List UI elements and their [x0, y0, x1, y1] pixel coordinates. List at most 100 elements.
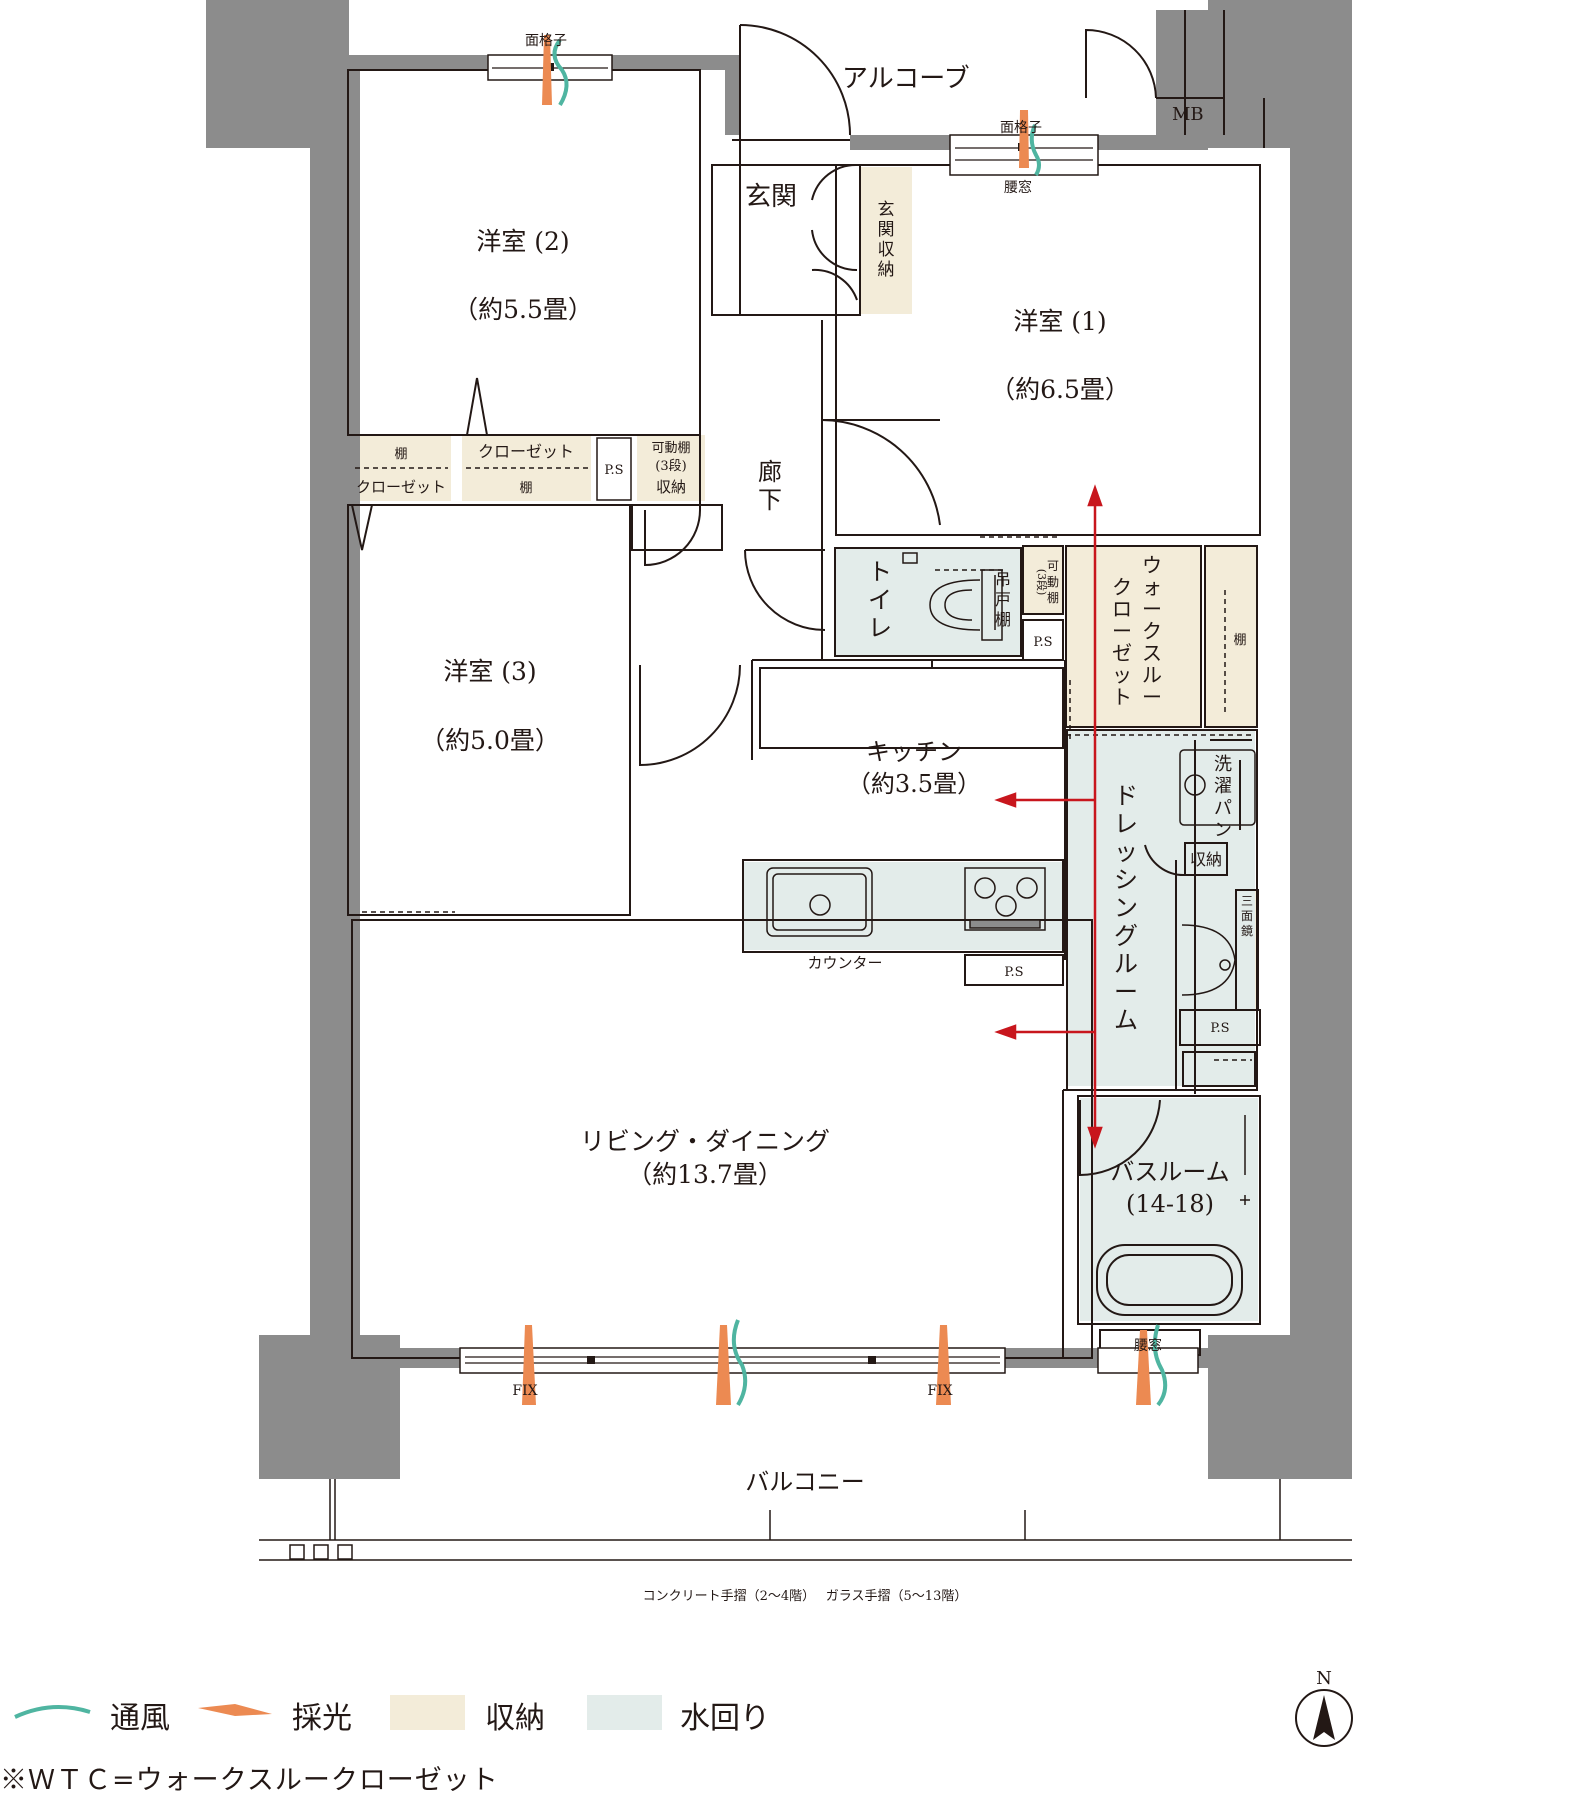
railing-label: コンクリート手摺（2〜4階） ガラス手摺（5〜13階）: [643, 1589, 968, 1604]
ps-label-4: P.S: [1210, 1021, 1229, 1036]
svg-text:ン: ン: [1214, 820, 1232, 841]
svg-text:ォ: ォ: [1142, 575, 1162, 599]
wic-label-col1: ウ ォ ー ク ス ル ー: [1142, 553, 1162, 709]
svg-text:濯: 濯: [1214, 776, 1232, 797]
koshimado-label-1: 腰窓: [1004, 179, 1032, 196]
svg-text:ト: ト: [1112, 685, 1132, 709]
svg-text:レ: レ: [1114, 810, 1138, 838]
svg-text:廊: 廊: [758, 458, 782, 486]
storage-small-label: 収納: [1190, 850, 1222, 869]
wic-shelf-a-label: 可 動 棚: [1047, 559, 1059, 605]
svg-text:棚: 棚: [1047, 590, 1059, 605]
closet-b-bottom: 棚: [519, 481, 532, 496]
svg-text:パ: パ: [1214, 798, 1232, 819]
wic-shelf-b-label: (3段): [1035, 569, 1049, 596]
svg-text:ロ: ロ: [1112, 597, 1132, 621]
structural-walls: [206, 0, 1352, 1479]
ps-label-2: P.S: [1033, 635, 1052, 650]
legend-storage-swatch: [390, 1695, 465, 1730]
svg-text:ル: ル: [1114, 950, 1138, 978]
koshimado-label-2: 腰窓: [1134, 1337, 1162, 1354]
wic-shelf-c-label: 棚: [1233, 633, 1246, 648]
toilet-label: ト イ レ: [868, 558, 892, 642]
svg-text:ス: ス: [1142, 641, 1162, 665]
fix-label-2: FIX: [927, 1383, 952, 1399]
ps-label-3: P.S: [1004, 965, 1023, 980]
svg-text:ル: ル: [1142, 663, 1162, 687]
movable-shelf-1: 可動棚: [651, 441, 690, 456]
western2-size: （約5.5畳）: [453, 295, 593, 324]
western1-name: 洋室 (1): [1013, 307, 1106, 336]
legend-storage-label: 収納: [485, 1701, 545, 1736]
legend-wind-swatch: [14, 1705, 91, 1719]
ps-box-1: [596, 437, 632, 501]
wind-markers: [552, 38, 1168, 1407]
dashed-openings: [355, 225, 1252, 1091]
svg-text:ー: ー: [1142, 685, 1162, 709]
hanging-shelf-label: 吊 戸 棚: [995, 570, 1011, 629]
ps-label-1: P.S: [604, 463, 623, 478]
window-sash-markers: [546, 63, 1026, 1364]
svg-text:ー: ー: [1114, 978, 1138, 1006]
north-compass: N: [1295, 1668, 1353, 1747]
western2-name: 洋室 (2): [476, 227, 569, 256]
movable-shelf-2: (3段): [655, 459, 686, 474]
mb-label: MB: [1172, 104, 1204, 125]
svg-text:可: 可: [1047, 559, 1059, 573]
shelf-closet-a-bottom: クローゼット: [356, 478, 446, 496]
lighting-markers: [522, 35, 1151, 1405]
svg-text:ッ: ッ: [1114, 838, 1138, 866]
svg-text:ン: ン: [1114, 894, 1138, 922]
western3-name: 洋室 (3): [443, 657, 536, 686]
kitchen-fixtures: [766, 867, 1046, 937]
corridor-label: 廊 下: [758, 458, 782, 514]
svg-text:ゼ: ゼ: [1112, 641, 1132, 665]
svg-text:シ: シ: [1114, 866, 1138, 894]
counter-label: カウンター: [807, 954, 882, 972]
laundry-label: 洗 濯 パ ン: [1214, 754, 1232, 841]
doors: [351, 24, 1186, 1177]
legend-wind-label: 通風: [110, 1701, 170, 1736]
lattice-label-1: 面格子: [525, 33, 567, 49]
movable-shelf-3: 収納: [656, 478, 686, 496]
svg-text:三: 三: [1241, 894, 1253, 908]
svg-text:下: 下: [758, 486, 782, 514]
svg-text:納: 納: [878, 260, 895, 280]
svg-text:ウ: ウ: [1142, 553, 1162, 577]
legend-wet-swatch: [587, 1695, 662, 1730]
wet-areas: [743, 548, 1258, 1321]
bath-size: (14-18): [1126, 1190, 1214, 1218]
svg-text:ム: ム: [1114, 1006, 1138, 1034]
kitchen-size: （約3.5畳）: [847, 770, 981, 798]
bath-name: バスルーム: [1110, 1158, 1229, 1186]
svg-text:レ: レ: [868, 614, 892, 642]
svg-text:ー: ー: [1142, 597, 1162, 621]
mirror-label: 三 面 鏡: [1241, 894, 1253, 938]
svg-text:洗: 洗: [1214, 754, 1232, 775]
svg-text:イ: イ: [868, 586, 892, 614]
wic-label-col2: ク ロ ー ゼ ッ ト: [1112, 575, 1132, 709]
svg-text:鏡: 鏡: [1241, 923, 1253, 938]
svg-text:ク: ク: [1142, 619, 1162, 643]
svg-text:関: 関: [878, 220, 895, 240]
svg-text:戸: 戸: [995, 590, 1011, 609]
svg-text:ー: ー: [1112, 619, 1132, 643]
western3-size: （約5.0畳）: [420, 726, 560, 755]
svg-text:玄: 玄: [878, 200, 895, 220]
genkan-storage-label: 玄 関 収 納: [878, 200, 895, 280]
wtc-note: ※ＷＴＣ=ウォークスルークローゼット: [0, 1765, 499, 1796]
legend-wet-label: 水回り: [680, 1701, 770, 1736]
legend-light-label: 採光: [292, 1701, 352, 1736]
alcove-label: アルコーブ: [842, 64, 970, 94]
fix-label-1: FIX: [512, 1383, 537, 1399]
svg-text:グ: グ: [1114, 922, 1138, 950]
living-size: （約13.7畳）: [627, 1160, 783, 1189]
toilet-fixtures: [902, 552, 1003, 641]
living-name: リビング・ダイニング: [580, 1127, 830, 1156]
svg-text:面: 面: [1241, 909, 1253, 923]
lattice-label-2: 面格子: [1000, 120, 1042, 136]
kitchen-name: キッチン: [866, 738, 962, 766]
closet-b-top: クローゼット: [478, 442, 574, 461]
washroom-fixtures: [1179, 749, 1256, 1205]
